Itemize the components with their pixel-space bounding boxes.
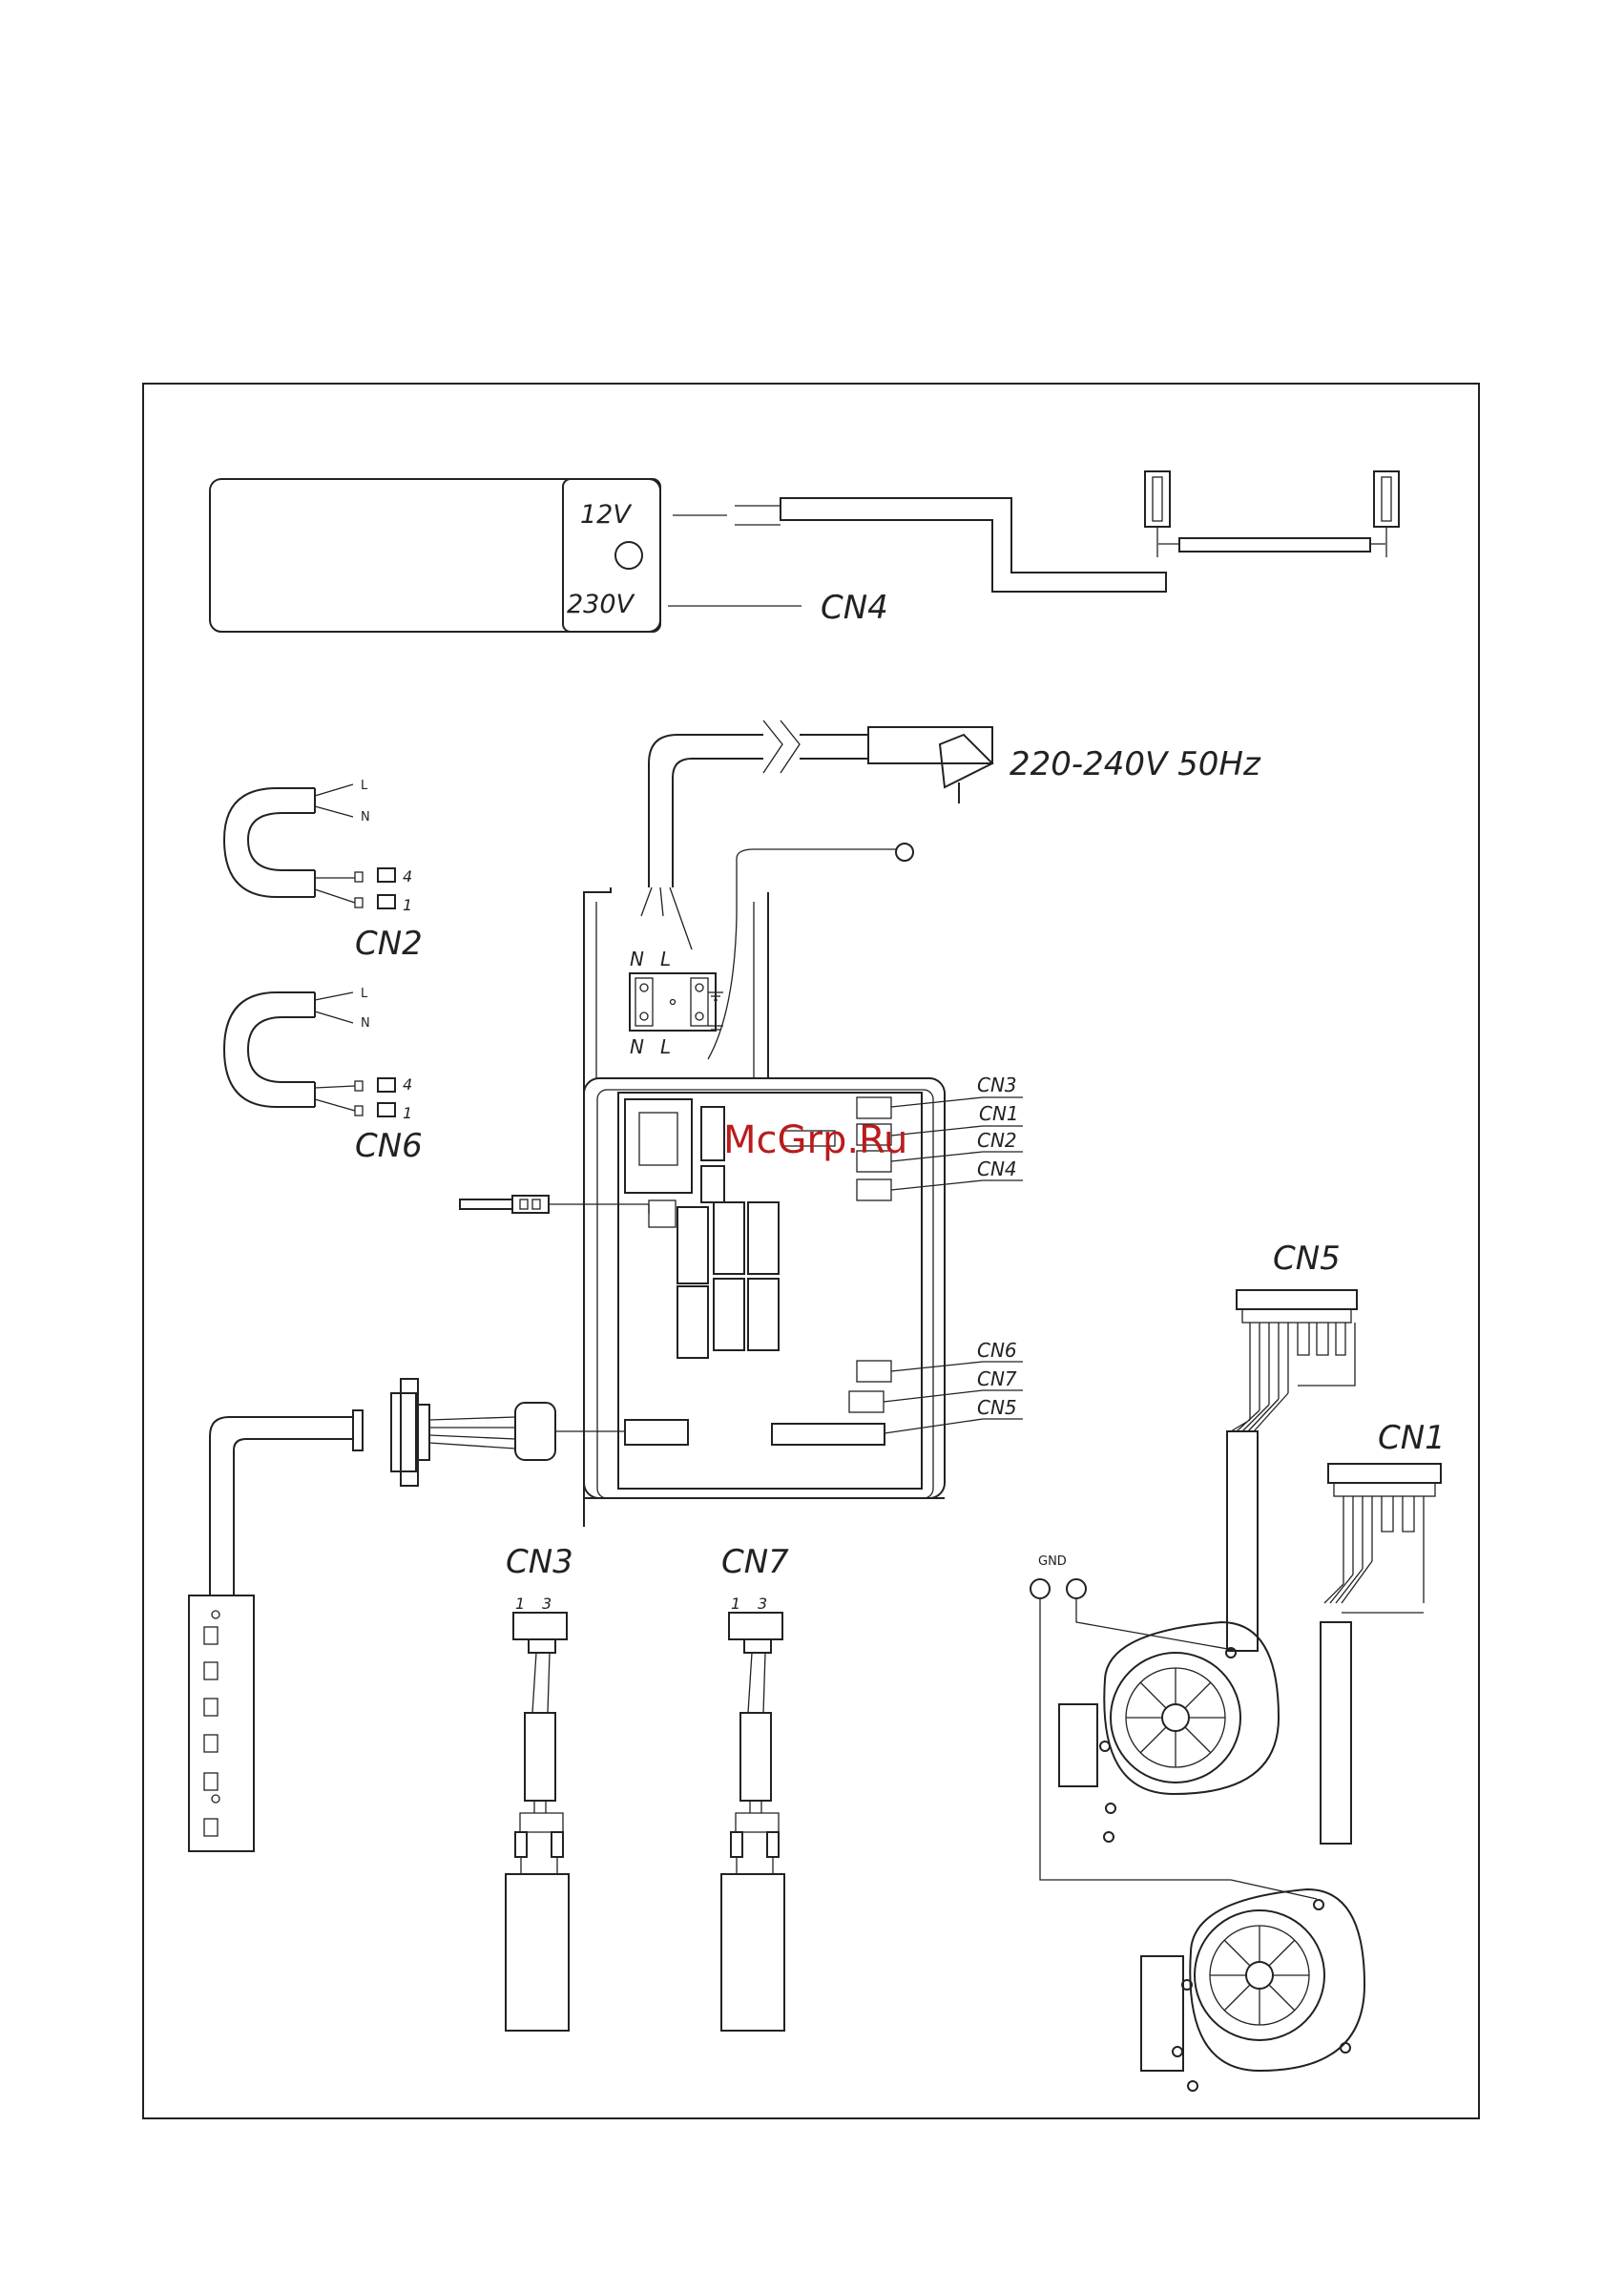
cn2-wire-n: N: [361, 810, 370, 824]
motor-assembly: CN5 CN1 GND: [1031, 1240, 1446, 2091]
cn3-pin-3: 3: [542, 1595, 552, 1613]
cn6-wire-n: N: [361, 1016, 370, 1031]
cn2-wire-l: L: [361, 779, 368, 793]
cn7-pin-3: 3: [758, 1595, 767, 1613]
terminal-bottom-n: N: [630, 1035, 644, 1058]
mains-voltage-label: 220-240V 50Hz: [1010, 745, 1261, 783]
keypad-assembly: [189, 1379, 625, 1851]
board-label-cn5: CN5: [977, 1396, 1017, 1419]
board-label-cn3: CN3: [977, 1074, 1017, 1096]
terminal-top-n: N: [630, 948, 644, 970]
cn7-cap-title: CN7: [721, 1543, 789, 1581]
power-supply: 12V 230V CN4: [210, 471, 1399, 632]
board-label-cn7: CN7: [977, 1367, 1017, 1390]
fan-upper: [1059, 1622, 1279, 1842]
motor-gnd-label: GND: [1038, 1554, 1067, 1569]
terminal-bottom-l: L: [660, 1035, 671, 1058]
cable-cn2: L N 4 1 CN2: [224, 779, 423, 963]
cn6-wire-l: L: [361, 987, 368, 1001]
cn6-pin-4: 4: [403, 1075, 412, 1094]
board-label-cn1: CN1: [979, 1102, 1019, 1125]
board-label-cn6: CN6: [977, 1339, 1017, 1362]
temperature-probe: [460, 1196, 649, 1214]
capacitor-cn7: CN7 1 3: [721, 1543, 789, 2031]
cn2-pin-1: 1: [403, 896, 412, 914]
power-supply-230v-label: 230V: [567, 590, 636, 619]
mains-cable: 220-240V 50Hz: [641, 720, 1261, 1059]
board-label-cn4: CN4: [977, 1157, 1017, 1180]
terminal-block: N L N L: [630, 948, 723, 1058]
power-supply-12v-label: 12V: [580, 500, 633, 530]
control-housing: N L N L: [584, 887, 1023, 1527]
cn2-pin-4: 4: [403, 867, 412, 886]
cn3-pin-1: 1: [515, 1595, 525, 1613]
led-connector-bar: [1145, 471, 1399, 557]
board-label-cn2: CN2: [977, 1129, 1017, 1152]
cn6-pin-1: 1: [403, 1104, 412, 1122]
cn3-cap-title: CN3: [506, 1543, 573, 1581]
motor-cn5-label: CN5: [1273, 1240, 1341, 1278]
cn6-title: CN6: [355, 1127, 423, 1165]
cn7-pin-1: 1: [731, 1595, 740, 1613]
motor-cn1-label: CN1: [1378, 1419, 1446, 1457]
cn4-label: CN4: [821, 589, 888, 627]
fan-lower: [1141, 1889, 1364, 2091]
terminal-top-l: L: [660, 948, 671, 970]
watermark-text: McGrp.Ru: [723, 1118, 907, 1162]
capacitor-cn3: CN3 1 3: [506, 1543, 573, 2031]
cn2-title: CN2: [355, 925, 423, 963]
cable-cn6: L N 4 1 CN6: [224, 987, 423, 1165]
